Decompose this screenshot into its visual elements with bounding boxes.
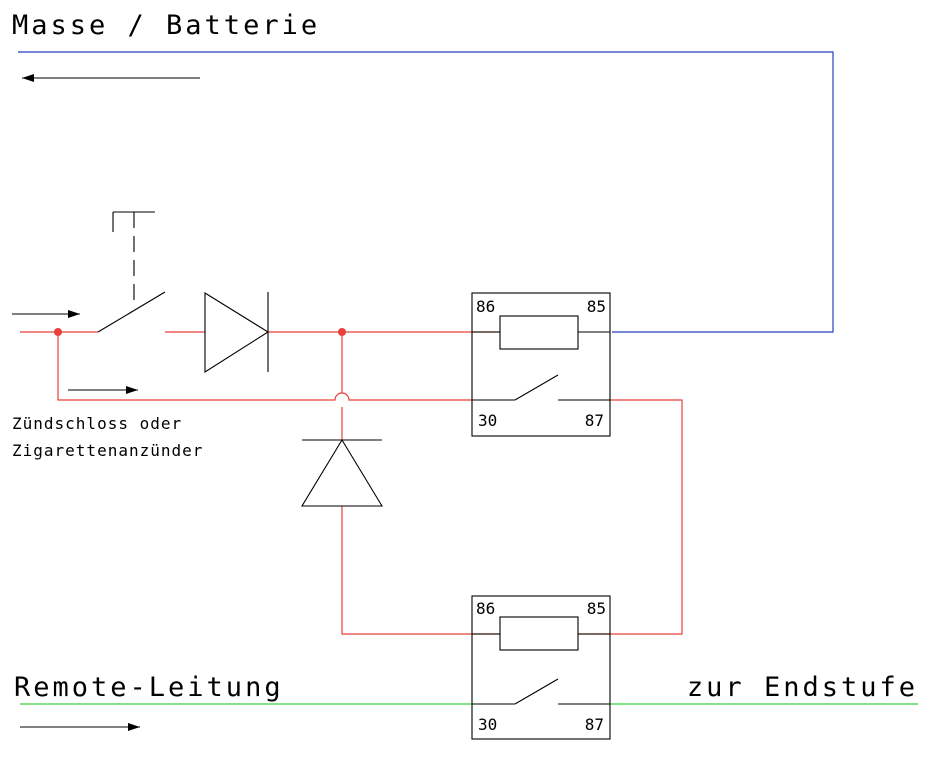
relay-top: 86 85 30 87 <box>471 292 611 437</box>
diode2-to-relay2-wire <box>341 506 500 635</box>
to-amplifier-label: zur Endstufe <box>687 672 918 703</box>
diode-1-symbol <box>204 292 270 374</box>
ignition-label-line1: Zündschloss oder <box>12 414 182 433</box>
junction-dot-input <box>54 328 62 336</box>
relay-top-pin-85: 85 <box>587 297 606 316</box>
relay-bottom-pin-85: 85 <box>587 599 606 618</box>
diode-2-symbol <box>301 438 383 507</box>
relay1-to-relay2-wire <box>578 399 683 635</box>
relay-top-pin-86: 86 <box>476 297 495 316</box>
relay-top-pin-30: 30 <box>478 411 497 430</box>
relay-bottom: 86 85 30 87 <box>471 595 611 740</box>
relay-bottom-pin-86: 86 <box>476 599 495 618</box>
relay-top-pin-87: 87 <box>585 411 604 430</box>
junction-dot-diode <box>338 328 346 336</box>
remote-label: Remote-Leitung <box>14 672 284 703</box>
ground-wire <box>18 51 834 333</box>
ignition-label-line2: Zigarettenanzünder <box>12 441 203 460</box>
relay-bottom-pin-30: 30 <box>478 715 497 734</box>
relay-feed-wire <box>57 332 472 401</box>
ignition-switch-symbol <box>97 211 166 333</box>
relay-bottom-pin-87: 87 <box>585 715 604 734</box>
ground-label: Masse / Batterie <box>12 10 320 41</box>
